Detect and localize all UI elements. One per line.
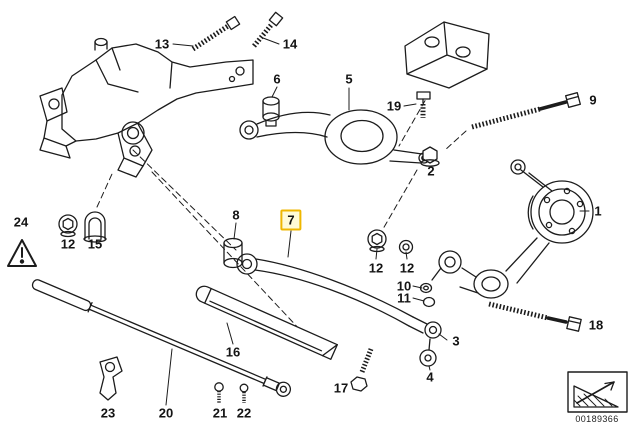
callout-18[interactable]: 18 (588, 317, 604, 333)
bolt-18-drawing (488, 301, 582, 332)
callout-2[interactable]: 2 (427, 163, 435, 179)
stabilizer-rod-20-drawing (31, 279, 292, 397)
callout-20[interactable]: 20 (158, 405, 174, 421)
callout-1[interactable]: 1 (594, 203, 602, 219)
washer-10-drawing (419, 282, 433, 294)
bolt-14-drawing (252, 11, 284, 48)
washer-12-right-drawing (398, 239, 414, 255)
callout-19[interactable]: 19 (386, 98, 402, 114)
callout-22[interactable]: 22 (236, 405, 252, 421)
protection-tube-16-drawing (195, 285, 338, 360)
warning-triangle-icon (7, 239, 37, 267)
nut-2-drawing (420, 146, 440, 167)
reference-dashed-lines (96, 91, 467, 334)
bolt-19-drawing (416, 91, 431, 118)
mount-bracket-drawing (404, 21, 490, 89)
callout-17[interactable]: 17 (333, 380, 349, 396)
callout-8[interactable]: 8 (232, 207, 240, 223)
callout-14[interactable]: 14 (282, 36, 298, 52)
callout-4[interactable]: 4 (426, 369, 434, 385)
callout-3[interactable]: 3 (452, 333, 460, 349)
nut-12-subframe-drawing (58, 214, 78, 238)
leader-lines (165, 37, 590, 406)
upper-control-arm-5-drawing (239, 109, 430, 165)
cam-washer-4-drawing (419, 338, 437, 367)
ball-joint-3-drawing (424, 321, 442, 339)
callout-10[interactable]: 10 (396, 278, 412, 294)
callout-21[interactable]: 21 (212, 405, 228, 421)
callout-5[interactable]: 5 (345, 71, 353, 87)
callout-11[interactable]: 11 (397, 290, 411, 306)
callout-16[interactable]: 16 (225, 344, 241, 360)
callout-15[interactable]: 15 (87, 236, 103, 252)
callout-7-highlighted[interactable]: 7 (280, 209, 302, 231)
callout-12[interactable]: 12 (368, 260, 384, 276)
callout-12[interactable]: 12 (399, 260, 415, 276)
bump-stop-6-drawing (262, 96, 280, 127)
lower-control-arm-7-drawing (236, 253, 428, 334)
subframe-drawing (39, 37, 254, 178)
callout-23[interactable]: 23 (100, 405, 116, 421)
bolt-17-drawing (350, 348, 374, 392)
nut-12-center-drawing (367, 229, 387, 253)
callout-9[interactable]: 9 (589, 92, 597, 108)
bolt-9-drawing (471, 92, 581, 130)
callout-24[interactable]: 24 (13, 214, 29, 230)
callout-6[interactable]: 6 (273, 71, 281, 87)
bracket-23-drawing (99, 356, 123, 401)
wheel-carrier-1-drawing (431, 159, 594, 299)
screw-21-drawing (214, 382, 224, 404)
callout-13[interactable]: 13 (154, 36, 170, 52)
fastener-22-drawing (239, 383, 249, 403)
page-ref-arrow-icon (567, 371, 628, 413)
bushing-8-drawing (223, 237, 243, 269)
clamp-15-drawing (83, 211, 107, 243)
nut-11-drawing (422, 296, 436, 308)
callout-12[interactable]: 12 (60, 236, 76, 252)
diagram-part-code: 00189366 (575, 414, 619, 424)
bolt-13-drawing (191, 15, 241, 52)
